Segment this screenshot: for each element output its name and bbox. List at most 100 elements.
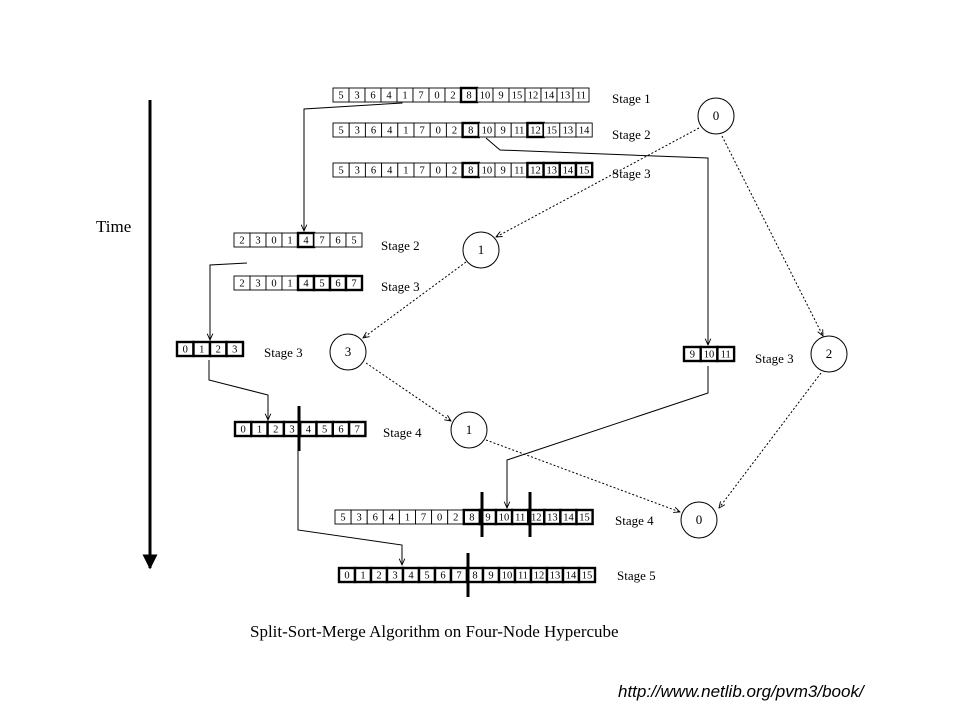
array-cell-value: 1 <box>403 126 408 137</box>
comm-0-to-1 <box>496 127 700 237</box>
array-cell-value: 13 <box>546 166 557 177</box>
array-cell-value: 3 <box>355 126 360 137</box>
stage-label-left-s4: Stage 4 <box>383 425 422 440</box>
array-cell-value: 11 <box>518 571 528 582</box>
array-cell-value: 4 <box>303 279 309 290</box>
array-cell-value: 1 <box>405 513 410 524</box>
array-cell: 8 <box>462 508 482 526</box>
array-cell-value: 0 <box>436 126 441 137</box>
stage-label-right-q: Stage 3 <box>755 351 794 366</box>
array-cell-value: 14 <box>579 126 590 137</box>
node-0-top: 0 <box>697 97 735 135</box>
array-cell: 3 <box>348 122 366 138</box>
array-cell: 5 <box>332 162 350 178</box>
array-cell-value: 4 <box>306 425 312 436</box>
array-cell: 2 <box>208 340 228 358</box>
array-cell: 14 <box>558 161 578 179</box>
array-cell-value: 11 <box>576 91 586 102</box>
array-cell: 11 <box>510 162 528 178</box>
array-cell-value: 14 <box>544 91 555 102</box>
array-cell: 2 <box>445 162 464 178</box>
array-cell: 11 <box>572 87 590 103</box>
array-cell: 10 <box>494 508 514 526</box>
array-cell-value: 6 <box>371 166 376 177</box>
array-cell: 10 <box>478 122 496 138</box>
stage-label-top-s1: Stage 1 <box>612 91 651 106</box>
array-cell: 2 <box>369 566 389 584</box>
array-cell-value: 5 <box>322 425 327 436</box>
array-cell: 11 <box>510 122 528 138</box>
flow-left-q-to-left-s4 <box>208 360 268 420</box>
array-cell-box <box>347 420 367 438</box>
node-1-stage4: 1 <box>450 411 488 449</box>
stage-label-left-q: Stage 3 <box>264 345 303 360</box>
array-cell-value: 11 <box>514 166 524 177</box>
array-cell-value: 12 <box>531 513 542 524</box>
array-cell: 6 <box>364 87 382 103</box>
comm-2-to-0 <box>719 372 822 508</box>
array-cell-value: 2 <box>239 279 244 290</box>
array-cell: 1 <box>398 509 416 525</box>
array-cell: 2 <box>233 275 251 291</box>
node-label: 3 <box>345 344 352 359</box>
array-cell: 7 <box>415 509 433 525</box>
array-cell: 4 <box>299 420 318 438</box>
array-cell: 0 <box>431 509 449 525</box>
array-cell: 8 <box>461 161 481 179</box>
array-cell: 9 <box>494 162 512 178</box>
array-cell: 4 <box>296 231 316 249</box>
array-cell: 1 <box>353 566 373 584</box>
array-cell-box <box>345 232 363 248</box>
array-cell: 13 <box>556 87 574 103</box>
array-cell: 6 <box>331 420 351 438</box>
array-cell-value: 8 <box>472 571 477 582</box>
array-cell-value: 5 <box>338 126 343 137</box>
array-cell-value: 1 <box>360 571 365 582</box>
comm-1-to-3 <box>363 261 467 338</box>
array-cell: 4 <box>381 122 399 138</box>
node-1-stage2: 1 <box>462 231 500 269</box>
array-cell-value: 4 <box>387 166 393 177</box>
array-cell-value: 1 <box>403 166 408 177</box>
array-cell-value: 1 <box>199 345 204 356</box>
array-cell: 7 <box>313 232 331 248</box>
array-cell-value: 5 <box>338 91 343 102</box>
node-0-bottom: 0 <box>680 501 718 539</box>
array-cell-value: 13 <box>560 91 571 102</box>
split-markers <box>297 406 532 597</box>
array-cell-value: 0 <box>434 91 439 102</box>
array-cell: 4 <box>401 566 421 584</box>
array-cell-value: 2 <box>450 91 455 102</box>
array-cell: 5 <box>417 566 437 584</box>
data-flow-lines <box>209 90 708 565</box>
hypercube-nodes: 0 1 3 1 2 0 <box>329 97 848 539</box>
array-cell: 6 <box>433 566 453 584</box>
array-cell: 3 <box>225 340 245 358</box>
array-cell-value: 15 <box>546 126 557 137</box>
array-cell: 15 <box>575 508 594 526</box>
array-cell: 8 <box>459 86 479 104</box>
array-cell: 1 <box>281 232 299 248</box>
array-cell: 10 <box>478 162 496 178</box>
array-cell: 3 <box>348 162 366 178</box>
array-cell-value: 8 <box>468 166 473 177</box>
array-cell-value: 0 <box>436 166 441 177</box>
array-cell-box <box>344 274 364 292</box>
array-cell-value: 5 <box>340 513 345 524</box>
array-cell: 7 <box>413 162 431 178</box>
array-cell-value: 11 <box>721 350 731 361</box>
array-cell: 2 <box>445 122 464 138</box>
array-cell-box <box>225 340 245 358</box>
array-cell-value: 15 <box>512 91 523 102</box>
array-cell: 3 <box>249 232 267 248</box>
array-cell-value: 7 <box>419 126 424 137</box>
comm-1-to-0 <box>485 439 680 512</box>
array-cell-value: 10 <box>480 91 491 102</box>
node-label: 0 <box>696 512 703 527</box>
array-cell: 2 <box>266 420 286 438</box>
